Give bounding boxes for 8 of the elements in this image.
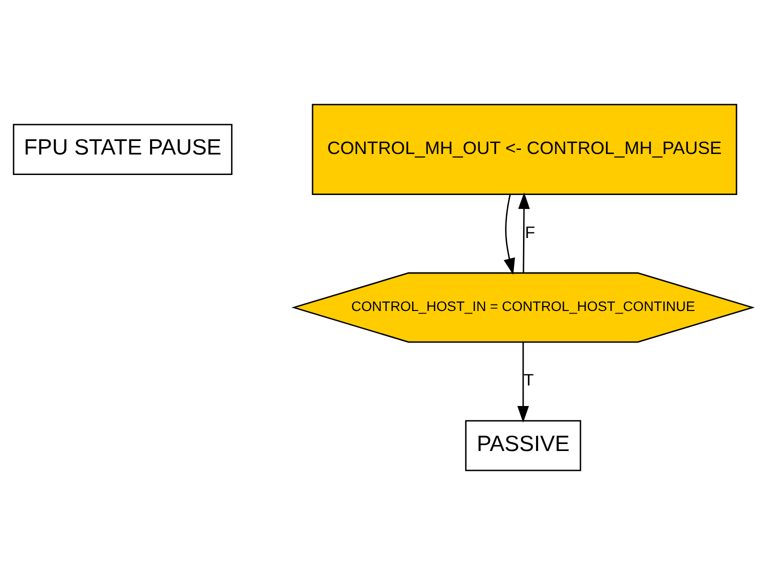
edge-label: F: [524, 222, 536, 242]
node-box: PASSIVE: [465, 420, 582, 471]
arrow: [518, 192, 530, 272]
arrow: [504, 194, 515, 274]
node-box: FPU STATE PAUSE: [12, 123, 232, 174]
arrow: [517, 342, 529, 422]
node-box: CONTROL_MH_OUT <- CONTROL_MH_PAUSE: [312, 103, 738, 194]
edge-label: T: [524, 370, 534, 390]
